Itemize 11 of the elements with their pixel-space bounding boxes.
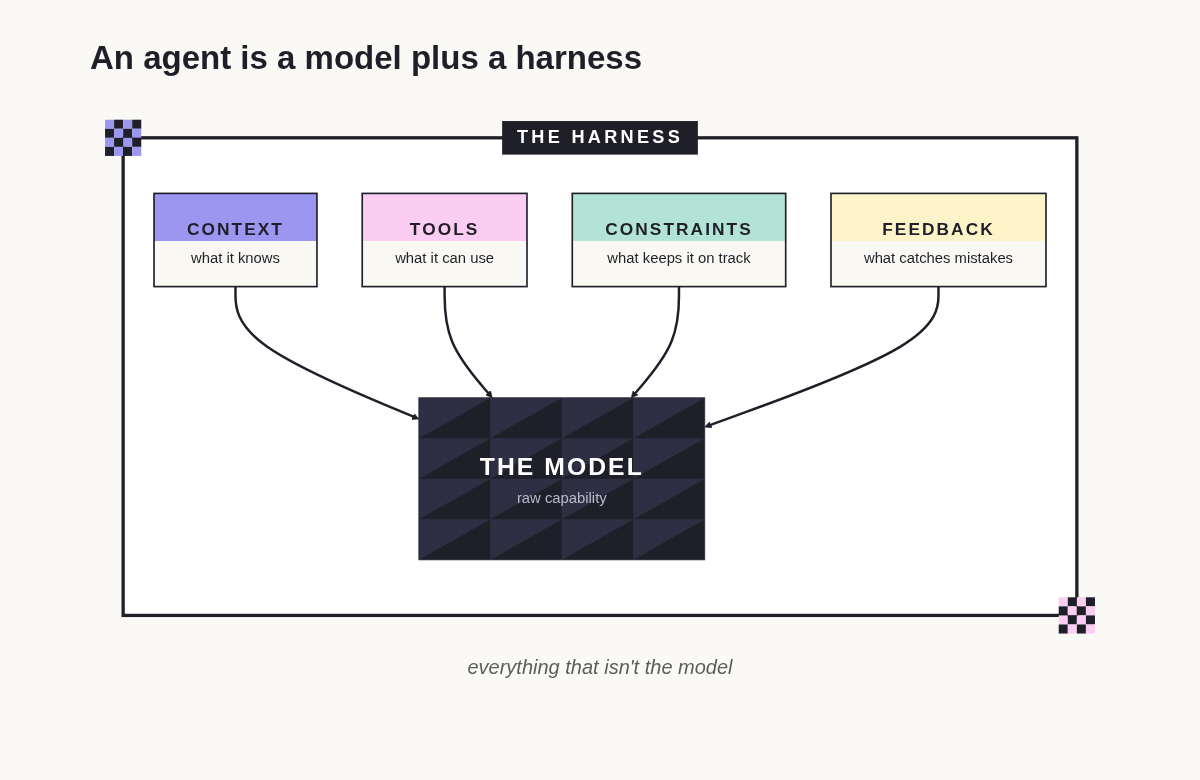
node-box: TOOLS what it can use [361, 192, 528, 288]
arrow [234, 286, 420, 420]
node-box: CONTEXT what it knows [153, 192, 318, 288]
caption: everything that isn't the model [467, 656, 733, 679]
node-box: CONSTRAINTS what keeps it on track [571, 192, 787, 288]
diagram-title: An agent is a model plus a harness [90, 40, 642, 77]
arrow [631, 286, 681, 399]
node-box: THE MODEL raw capability [418, 397, 706, 561]
node-box: FEEDBACK what catches mistakes [830, 192, 1047, 288]
arrow [704, 286, 940, 429]
arrow [443, 286, 493, 399]
